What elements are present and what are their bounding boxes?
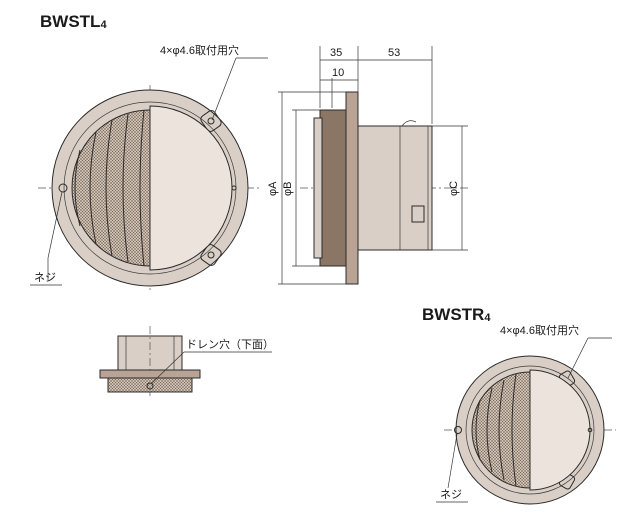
dim-phi-c: φC: [448, 181, 460, 196]
front-view-bwstl: [38, 85, 262, 290]
mounting-holes-label: 4×φ4.6取付用穴: [160, 43, 239, 57]
mounting-holes-label-right: 4×φ4.6取付用穴: [500, 323, 579, 337]
dim-phi-b: φB: [282, 182, 294, 196]
screw-label: ネジ: [34, 271, 56, 284]
dim-10: 10: [332, 67, 344, 79]
model-title-bwstl: BWSTL4: [40, 12, 107, 31]
screw-label-right: ネジ: [440, 488, 462, 501]
drain-hole-icon: [146, 382, 154, 390]
side-view: [300, 91, 470, 285]
dim-phi-a: φA: [267, 181, 279, 196]
drain-hole-label: ドレン穴（下面）: [186, 337, 274, 351]
model-title-bwstr: BWSTR4: [422, 305, 491, 324]
front-view-bwstr: [444, 355, 616, 505]
screw-icon: [454, 426, 462, 434]
dim-53: 53: [388, 47, 400, 59]
bottom-view: [99, 326, 201, 396]
screw-icon: [58, 183, 68, 193]
dim-35: 35: [330, 47, 342, 59]
